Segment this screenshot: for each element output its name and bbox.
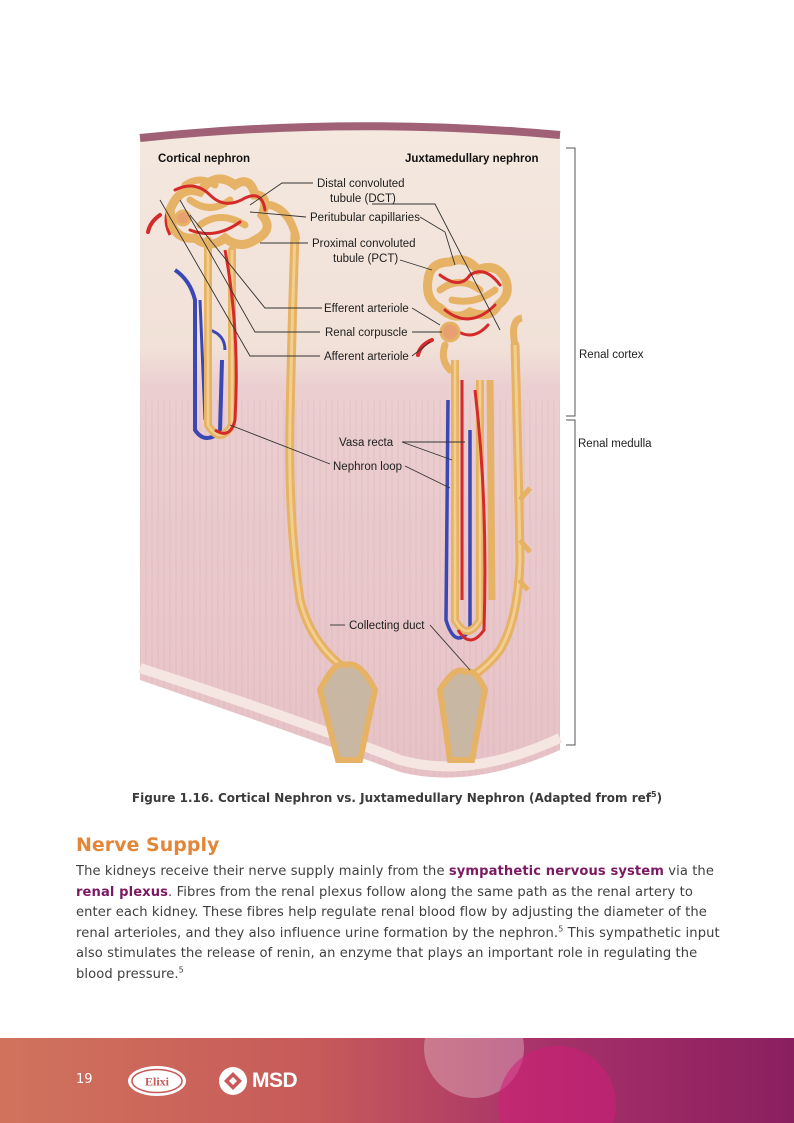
svg-text:Elixi: Elixi xyxy=(145,1075,170,1089)
label-vasa-recta: Vasa recta xyxy=(339,437,394,449)
label-pct-1: Proximal convoluted xyxy=(312,238,416,250)
msd-logo-icon xyxy=(219,1067,247,1095)
leader-lines xyxy=(159,182,501,671)
page-footer: 19 Elixi MSD xyxy=(0,1038,794,1123)
region-bracket xyxy=(566,147,576,746)
label-afferent: Afferent arteriole xyxy=(324,351,409,363)
juxtamedullary-nephron xyxy=(416,255,532,763)
label-nephron-loop: Nephron loop xyxy=(333,461,402,473)
highlight-renal-plexus: renal plexus xyxy=(76,884,169,900)
renal-capsule xyxy=(139,122,561,142)
section-paragraph: The kidneys receive their nerve supply m… xyxy=(76,864,720,982)
nephron-illustration: Cortical nephron Juxtamedullary nephron … xyxy=(138,122,652,778)
label-pct-2: tubule (PCT) xyxy=(333,253,398,265)
label-juxtamedullary-nephron: Juxtamedullary nephron xyxy=(405,153,539,165)
label-renal-medulla: Renal medulla xyxy=(578,438,652,450)
nephron-figure: Cortical nephron Juxtamedullary nephron … xyxy=(138,122,652,778)
label-renal-cortex: Renal cortex xyxy=(579,349,644,361)
highlight-sympathetic: sympathetic nervous system xyxy=(448,864,664,879)
page-number: 19 xyxy=(76,1072,93,1087)
section-heading: Nerve Supply xyxy=(76,834,220,856)
msd-logo: MSD xyxy=(218,1066,298,1096)
label-efferent: Efferent arteriole xyxy=(324,303,409,315)
figure-caption: Figure 1.16. Cortical Nephron vs. Juxtam… xyxy=(131,790,663,805)
label-collecting-duct: Collecting duct xyxy=(349,620,425,632)
label-corpuscle: Renal corpuscle xyxy=(325,327,407,339)
label-dct-2: tubule (DCT) xyxy=(330,193,396,205)
organon-logo: Elixi xyxy=(128,1066,186,1096)
msd-logo-text: MSD xyxy=(252,1069,298,1092)
cortical-nephron xyxy=(146,174,379,763)
label-peritubular: Peritubular capillaries xyxy=(310,212,420,224)
label-dct-1: Distal convoluted xyxy=(317,178,405,190)
label-cortical-nephron: Cortical nephron xyxy=(158,153,250,165)
